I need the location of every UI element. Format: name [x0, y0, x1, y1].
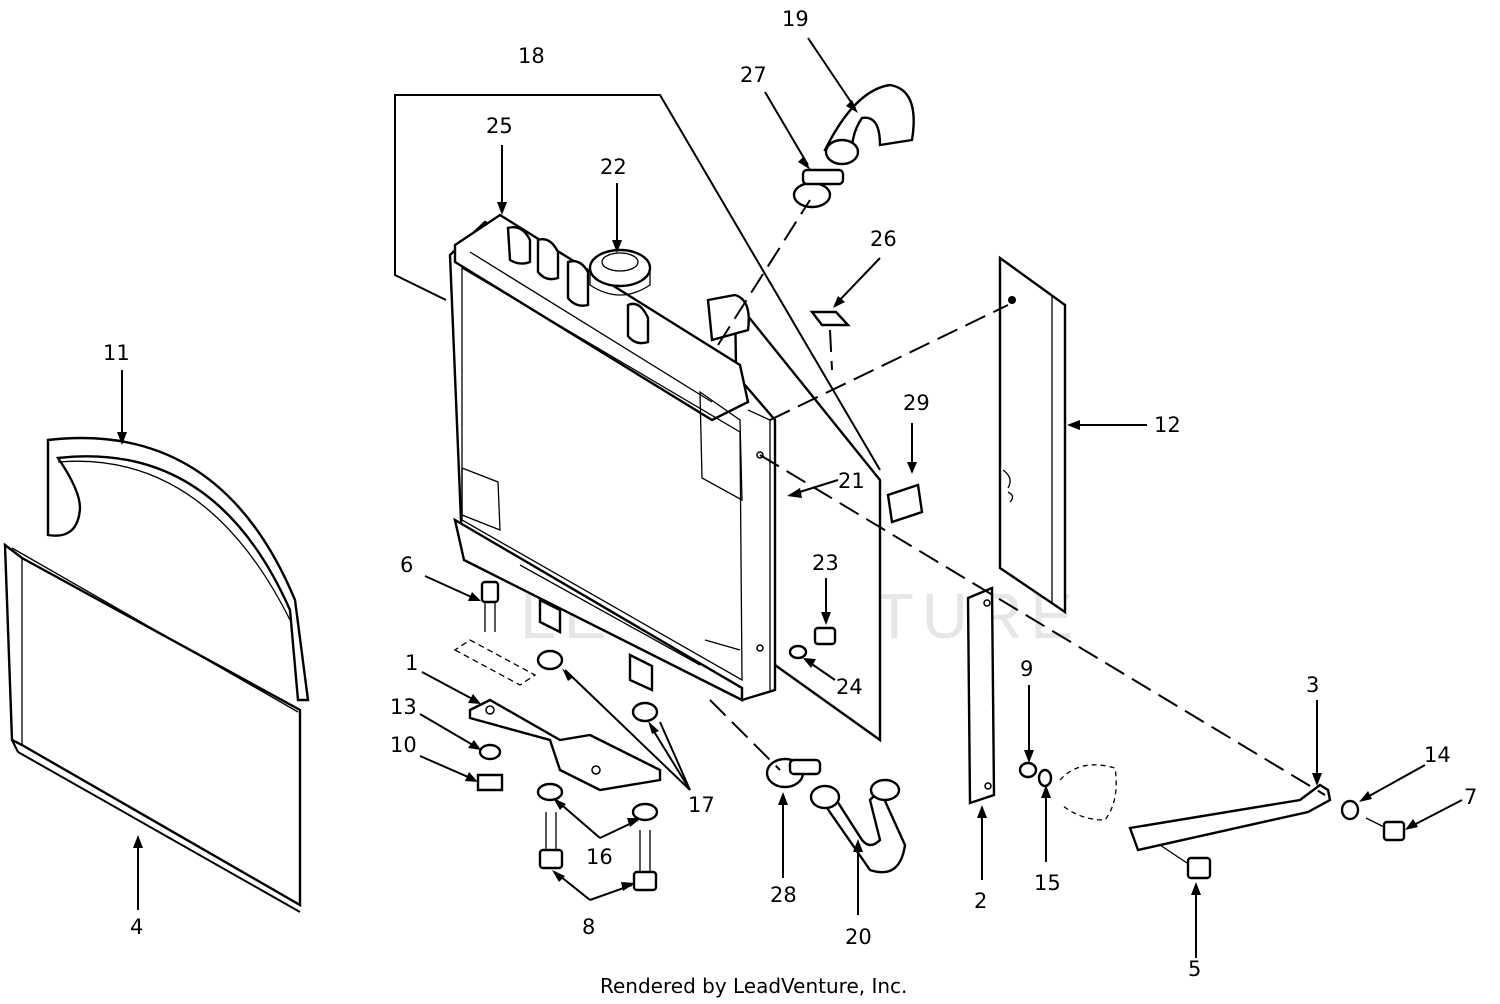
- callout-3: 3: [1306, 673, 1319, 697]
- assembly-bracket-18: [394, 94, 881, 471]
- nut-9-washer-15-part: [1018, 761, 1053, 788]
- callout-12: 12: [1154, 413, 1181, 437]
- callout-21: 21: [838, 469, 865, 493]
- lower-hose-part: [809, 778, 907, 874]
- callout-23: 23: [812, 551, 839, 575]
- leader-lines: [117, 37, 1463, 958]
- footer-credit: Rendered by LeadVenture, Inc.: [600, 974, 907, 998]
- stay-rod-part: [1059, 764, 1332, 852]
- bolt-7-washer-14-part: [1340, 799, 1406, 842]
- decal-29-part: [886, 483, 924, 524]
- grille-screen-part: [3, 436, 310, 913]
- callout-14: 14: [1424, 743, 1451, 767]
- upper-hose-part: [823, 83, 915, 166]
- callout-29: 29: [903, 391, 930, 415]
- callout-8: 8: [582, 915, 595, 939]
- callout-13: 13: [390, 695, 417, 719]
- callout-20: 20: [845, 925, 872, 949]
- alignment-lines: [709, 199, 1326, 796]
- decal-26-part: [809, 310, 851, 327]
- callout-9: 9: [1020, 657, 1033, 681]
- callout-18: 18: [518, 44, 545, 68]
- callout-10: 10: [390, 733, 417, 757]
- callout-27: 27: [740, 63, 767, 87]
- callout-16: 16: [586, 845, 613, 869]
- callout-17: 17: [688, 793, 715, 817]
- callout-19: 19: [782, 7, 809, 31]
- callout-22: 22: [600, 155, 627, 179]
- support-strip-part: [966, 586, 996, 805]
- washer-13-nut-10-part: [476, 743, 504, 792]
- callout-26: 26: [870, 227, 897, 251]
- callout-1: 1: [405, 651, 418, 675]
- isolator-17-part: [536, 649, 659, 723]
- bolt-6-part: [480, 580, 500, 632]
- callout-11: 11: [103, 341, 130, 365]
- bolt-8-part: [538, 812, 658, 892]
- callout-25: 25: [486, 114, 513, 138]
- callout-15: 15: [1034, 871, 1061, 895]
- callout-6: 6: [400, 553, 413, 577]
- upper-hose-clamp-part: [792, 168, 845, 209]
- callout-7: 7: [1464, 785, 1477, 809]
- drain-plug-part: [788, 626, 837, 660]
- callout-28: 28: [770, 883, 797, 907]
- side-panel-part: [998, 255, 1067, 615]
- callout-2: 2: [974, 889, 987, 913]
- isolator-16-part: [536, 782, 659, 822]
- callout-24: 24: [836, 675, 863, 699]
- bolt-5-part: [1159, 844, 1212, 880]
- callout-4: 4: [130, 915, 143, 939]
- mounting-bracket-part: [453, 639, 662, 792]
- callout-5: 5: [1188, 957, 1201, 981]
- radiator-assembly-part: [448, 213, 882, 743]
- callout-labels: 19 27 18 25 22 26 11 29 12 21 23 6 1 9 3…: [103, 7, 1477, 981]
- lower-hose-clamp-part: [765, 757, 822, 789]
